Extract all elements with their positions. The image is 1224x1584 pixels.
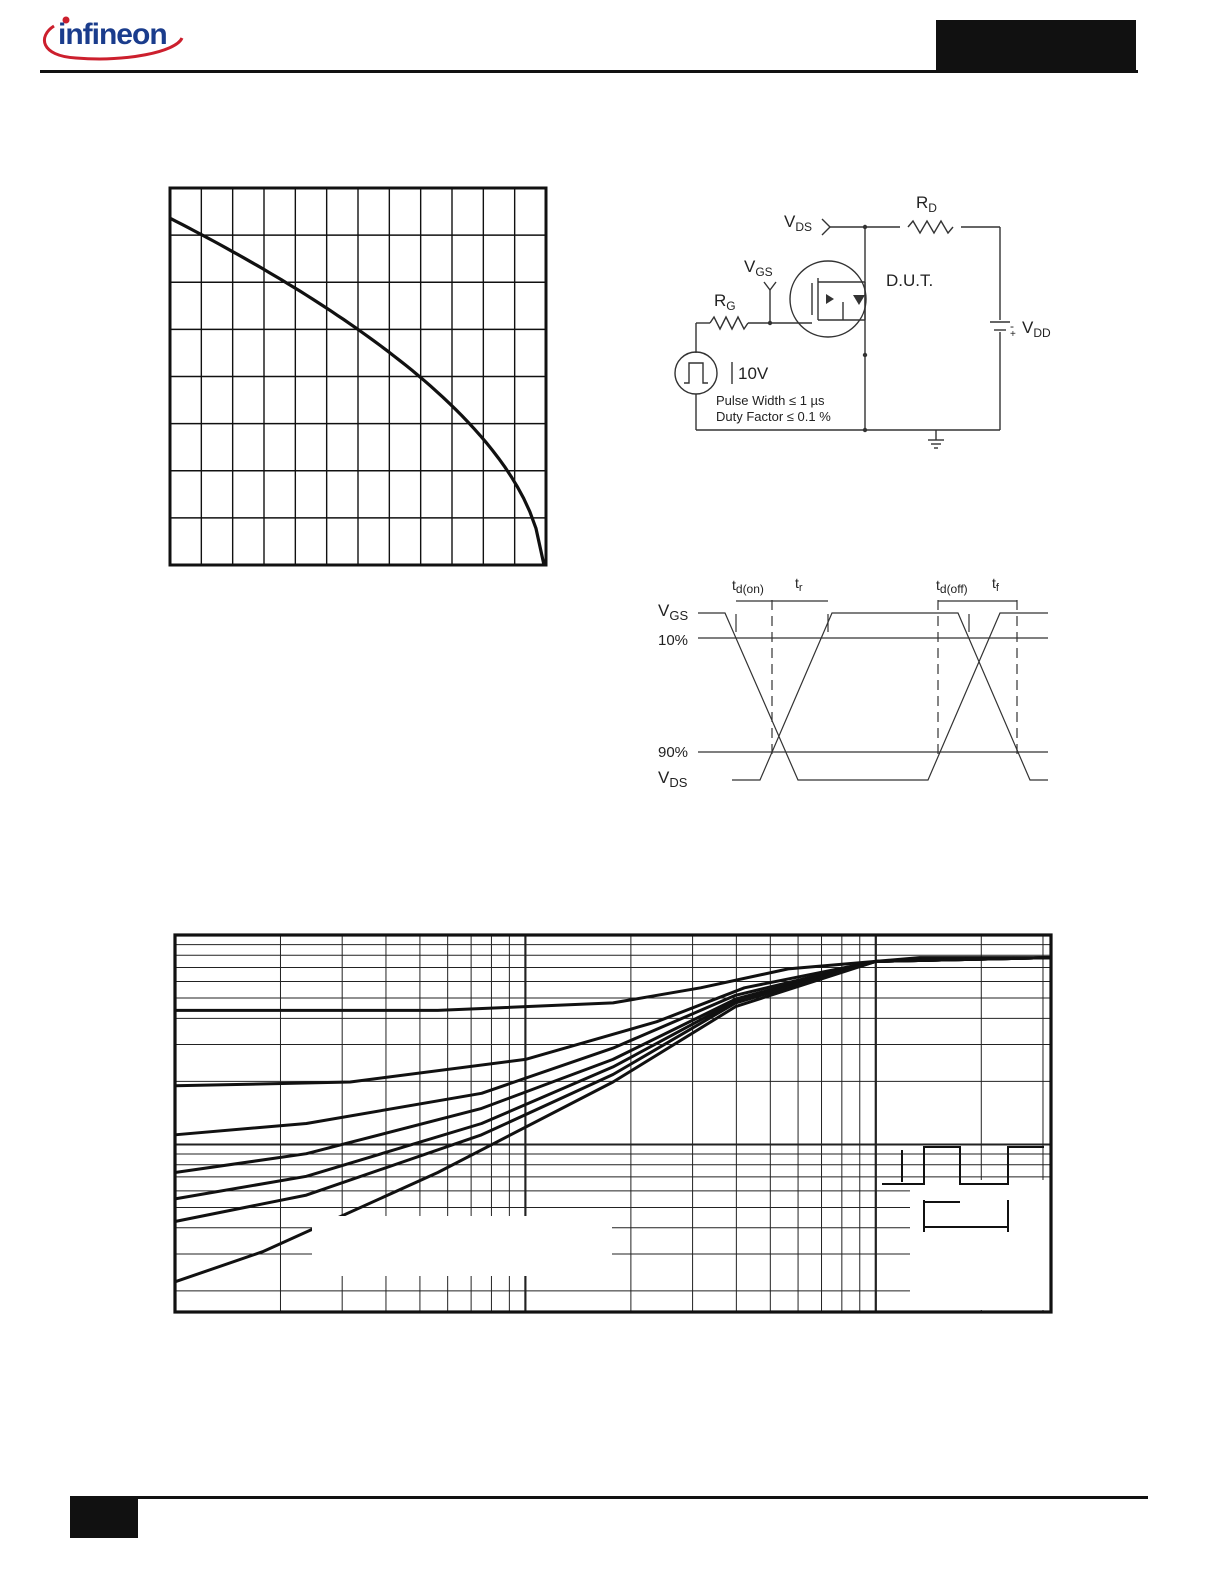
- duty-cycle-inset: [882, 1146, 1044, 1232]
- switching-waveform: td(on) tr td(off) tf VGS 10% 90% VDS: [658, 575, 1048, 790]
- footer-page-number-block: [70, 1496, 138, 1538]
- td-on-label: td(on): [732, 577, 764, 596]
- chart3-series-4: [174, 956, 1052, 1174]
- chart3-series-7: [174, 956, 1052, 1284]
- chart-bottom: [173, 933, 1053, 1314]
- vdd-plus: +: [1010, 329, 1016, 340]
- vds-label: VDS: [784, 212, 812, 234]
- vds-trace: [732, 612, 1048, 781]
- rd-resistor: [907, 219, 954, 235]
- vds-terminal-arrow: [821, 218, 831, 236]
- mosfet-symbol: [789, 260, 867, 338]
- tf-label: tf: [992, 575, 1000, 594]
- level-10-label: 10%: [658, 632, 688, 649]
- footer-rule: [70, 1496, 1148, 1499]
- pulse-width-note: Pulse Width ≤ 1 µs: [716, 393, 825, 408]
- tr-label: tr: [795, 575, 803, 594]
- pulse-generator: [674, 351, 718, 395]
- chart-top-left: [168, 186, 548, 567]
- chart3-series-1: [175, 956, 1051, 1012]
- dut-label: D.U.T.: [886, 271, 933, 290]
- chart3-blank-area: [910, 1180, 1050, 1310]
- infineon-logo: infineon: [43, 16, 184, 61]
- chart3-frame: [173, 933, 1053, 1314]
- pulse-amplitude: 10V: [738, 364, 769, 383]
- rd-label: RD: [916, 193, 937, 215]
- duty-factor-note: Duty Factor ≤ 0.1 %: [716, 409, 831, 424]
- level-90-label: 90%: [658, 744, 688, 761]
- chart3-curves: [174, 956, 1052, 1284]
- chart1-gridlines: [170, 188, 546, 565]
- rg-resistor: [709, 315, 749, 331]
- header-rule: [40, 70, 1138, 73]
- chart3-series-3: [174, 956, 1052, 1137]
- vgs-terminal-arrow: [763, 281, 777, 292]
- chart1-frame: [168, 186, 548, 567]
- td-off-label: td(off): [936, 577, 968, 596]
- vgs-label: VGS: [744, 257, 773, 279]
- chart3-blank-area-2: [312, 1216, 612, 1276]
- vgs-wave-label: VGS: [658, 601, 688, 623]
- rg-label: RG: [714, 291, 736, 313]
- switching-test-circuit: VDS RD VGS D.U.T. RG - + VDD 10V Pulse W…: [674, 193, 1051, 449]
- vdd-minus: -: [1010, 319, 1014, 333]
- vds-wave-label: VDS: [658, 768, 688, 790]
- logo-text: infineon: [58, 18, 167, 51]
- vdd-label: VDD: [1022, 318, 1051, 340]
- chart1-curve: [169, 216, 546, 566]
- chart3-series-5: [174, 956, 1052, 1201]
- vgs-trace: [698, 612, 1048, 781]
- header-part-number-block: [936, 20, 1136, 72]
